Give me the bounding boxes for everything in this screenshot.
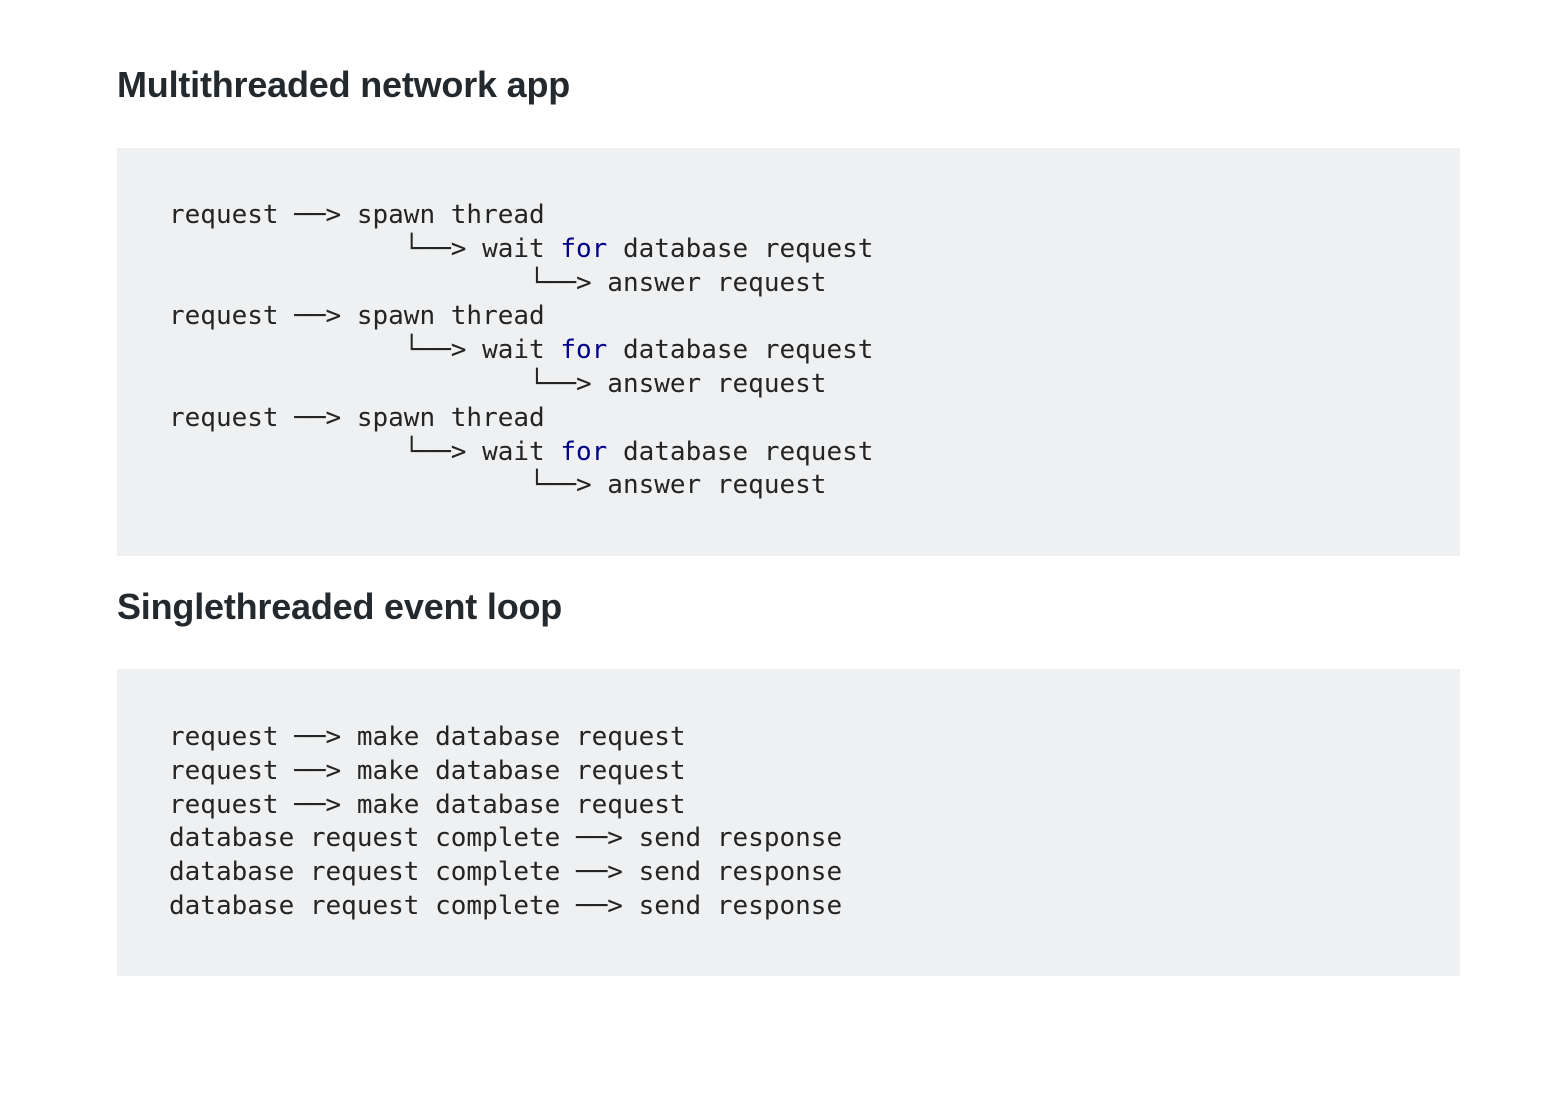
code-line: database request complete ──> send respo…	[169, 856, 1460, 890]
code-line: └──> answer request	[169, 469, 1460, 503]
code-text: └──> wait	[169, 436, 561, 467]
code-line: request ──> spawn thread	[169, 300, 1460, 334]
code-line: └──> answer request	[169, 368, 1460, 402]
code-text: database request complete ──> send respo…	[169, 823, 843, 854]
code-listing: request ──> spawn thread └──> wait for d…	[169, 148, 1460, 503]
code-text: └──> wait	[169, 335, 561, 366]
code-line: request ──> make database request	[169, 789, 1460, 823]
code-text: request ──> make database request	[169, 789, 686, 820]
code-block-multithreaded: request ──> spawn thread └──> wait for d…	[117, 148, 1460, 556]
code-line: └──> wait for database request	[169, 233, 1460, 267]
code-keyword: for	[560, 335, 608, 366]
code-text: database request	[607, 233, 874, 264]
code-text: request ──> spawn thread	[169, 200, 545, 230]
code-text: database request complete ──> send respo…	[169, 857, 843, 888]
code-text: database request complete ──> send respo…	[169, 890, 843, 921]
code-line: request ──> spawn thread	[169, 199, 1460, 233]
code-text: └──> answer request	[169, 368, 827, 399]
code-line: request ──> make database request	[169, 721, 1460, 755]
section-heading-singlethreaded: Singlethreaded event loop	[117, 586, 563, 627]
code-keyword: for	[560, 436, 608, 467]
code-text: request ──> spawn thread	[169, 301, 545, 332]
code-keyword: for	[560, 233, 608, 264]
code-text: database request	[607, 436, 874, 467]
code-text: request ──> spawn thread	[169, 402, 545, 433]
code-line: └──> wait for database request	[169, 436, 1460, 470]
code-line: request ──> spawn thread	[169, 402, 1460, 436]
code-line: database request complete ──> send respo…	[169, 890, 1460, 924]
code-line: database request complete ──> send respo…	[169, 822, 1460, 856]
code-text: request ──> make database request	[169, 722, 686, 752]
code-text: request ──> make database request	[169, 755, 686, 786]
code-line: └──> answer request	[169, 267, 1460, 301]
code-line: └──> wait for database request	[169, 334, 1460, 368]
section-heading-multithreaded: Multithreaded network app	[117, 64, 571, 105]
code-text: └──> answer request	[169, 267, 827, 298]
code-text: └──> wait	[169, 233, 561, 264]
code-text: └──> answer request	[169, 470, 827, 501]
code-text: database request	[607, 335, 874, 366]
code-line: request ──> make database request	[169, 755, 1460, 789]
